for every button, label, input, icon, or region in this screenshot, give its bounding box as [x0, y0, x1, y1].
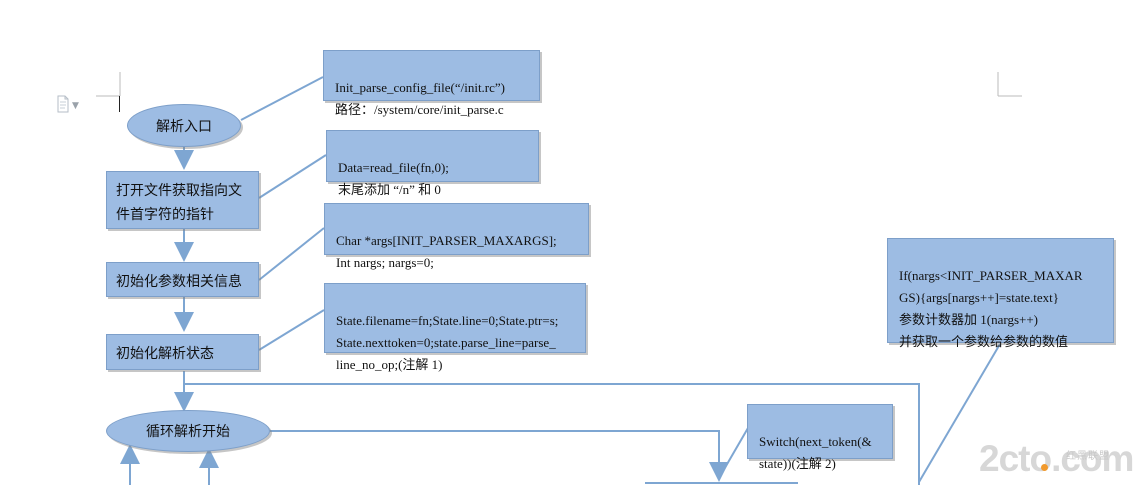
note-state-init-text: State.filename=fn;State.line=0;State.ptr…	[336, 313, 559, 372]
watermark-brand: 2cto.com	[979, 438, 1133, 479]
note-link-args-decl	[258, 227, 325, 281]
note-read-file: Data=read_file(fn,0); 末尾添加 “/n” 和 0	[326, 130, 539, 197]
note-link-args-store	[918, 343, 1001, 483]
note-link-init-parse	[240, 76, 324, 121]
note-args-store-text: If(nargs<INIT_PARSER_MAXAR GS){args[narg…	[899, 268, 1083, 349]
loop-top-flow-line	[184, 383, 920, 485]
page-corner-marks	[96, 72, 1022, 97]
watermark-dot-icon	[1041, 464, 1048, 471]
open-file-node-label: 打开文件获取指向文件首字符的指针	[116, 182, 242, 222]
note-args-decl: Char *args[INIT_PARSER_MAXARGS]; Int nar…	[324, 203, 589, 270]
loop-start-node: 循环解析开始	[106, 410, 270, 452]
init-state-node-label: 初始化解析状态	[116, 345, 214, 361]
loop-start-node-label: 循环解析开始	[146, 423, 230, 439]
entry-node: 解析入口	[127, 104, 241, 147]
note-init-parse: Init_parse_config_file(“/init.rc”) 路径：/s…	[323, 50, 540, 117]
note-init-parse-text: Init_parse_config_file(“/init.rc”) 路径：/s…	[335, 80, 506, 117]
note-switch-text: Switch(next_token(& state))(注解 2)	[759, 434, 872, 471]
entry-node-label: 解析入口	[156, 117, 212, 134]
init-args-node-label: 初始化参数相关信息	[116, 273, 242, 289]
watermark-logo: 2cto.com 红黑联盟	[979, 438, 1133, 480]
document-icon	[54, 95, 72, 113]
init-state-node: 初始化解析状态	[106, 334, 259, 370]
note-args-store: If(nargs<INIT_PARSER_MAXAR GS){args[narg…	[887, 238, 1114, 349]
note-state-init: State.filename=fn;State.line=0;State.ptr…	[324, 283, 586, 372]
watermark-subtitle: 红黑联盟	[1066, 451, 1110, 462]
note-link-read-file	[258, 154, 327, 199]
open-file-node: 打开文件获取指向文件首字符的指针	[106, 171, 259, 229]
dropdown-caret-icon: ▼	[72, 101, 79, 111]
loop-right-flow-line	[270, 430, 729, 482]
note-switch: Switch(next_token(& state))(注解 2)	[747, 404, 893, 471]
note-link-switch	[718, 427, 749, 479]
init-args-node: 初始化参数相关信息	[106, 262, 259, 297]
note-read-file-text: Data=read_file(fn,0); 末尾添加 “/n” 和 0	[338, 160, 449, 197]
note-link-state-init	[258, 309, 325, 351]
text-cursor	[119, 96, 120, 112]
note-args-decl-text: Char *args[INIT_PARSER_MAXARGS]; Int nar…	[336, 233, 557, 270]
